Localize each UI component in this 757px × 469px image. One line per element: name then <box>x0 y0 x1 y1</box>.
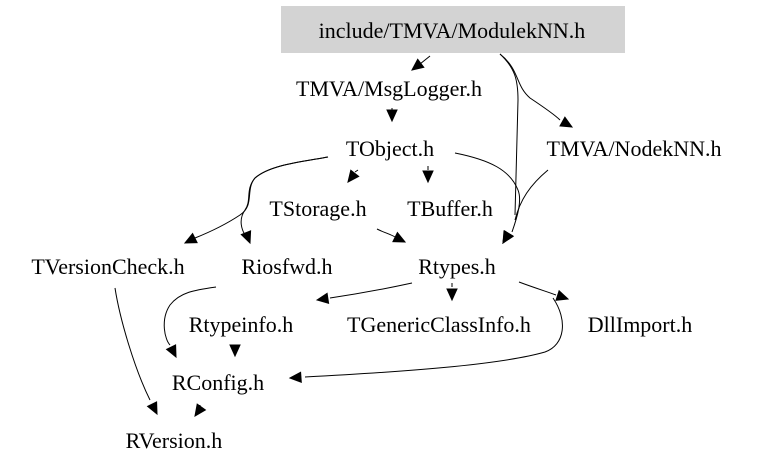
edge-rtypes-to-rtypeinfo <box>315 282 413 304</box>
arrowhead-icon <box>165 344 177 359</box>
edge-tobject-to-rtypes <box>454 152 521 245</box>
node-dllimport[interactable]: DllImport.h <box>588 312 693 337</box>
edge-tobject-to-tbuffer <box>422 166 434 184</box>
edge-line <box>499 53 561 121</box>
node-label[interactable]: Rtypeinfo.h <box>189 312 294 337</box>
node-moduleknn: include/TMVA/ModulekNN.h <box>281 6 625 53</box>
edge-line <box>354 169 359 173</box>
nodes-layer: include/TMVA/ModulekNN.hTMVA/MsgLogger.h… <box>31 6 721 453</box>
edge-line <box>240 156 329 236</box>
edge-line <box>163 286 217 346</box>
node-tbuffer[interactable]: TBuffer.h <box>407 196 493 221</box>
edge-nodeknn-to-rtypes <box>502 169 549 245</box>
edge-tversioncheck-to-rversion <box>114 287 158 416</box>
node-label[interactable]: TStorage.h <box>269 196 366 221</box>
arrowhead-icon <box>194 403 207 417</box>
node-riosfwd[interactable]: Riosfwd.h <box>241 254 332 279</box>
edge-line <box>376 228 396 238</box>
edge-riosfwd-to-rconfig <box>163 286 217 359</box>
node-label: include/TMVA/ModulekNN.h <box>319 18 586 43</box>
node-label[interactable]: RConfig.h <box>172 370 264 395</box>
node-label[interactable]: TBuffer.h <box>407 196 493 221</box>
node-rconfig[interactable]: RConfig.h <box>172 370 264 395</box>
node-rtypeinfo[interactable]: Rtypeinfo.h <box>189 312 294 337</box>
edge-line <box>419 55 431 65</box>
node-label[interactable]: TGenericClassInfo.h <box>347 312 531 337</box>
arrowhead-icon <box>555 289 570 301</box>
edge-line <box>114 287 151 401</box>
node-tversioncheck[interactable]: TVersionCheck.h <box>31 254 184 279</box>
arrowhead-icon <box>446 288 458 302</box>
node-tobject[interactable]: TObject.h <box>346 136 434 161</box>
arrowhead-icon <box>411 58 425 71</box>
edge-line <box>499 53 519 216</box>
edge-line <box>518 281 557 296</box>
node-label[interactable]: TMVA/NodekNN.h <box>547 136 722 161</box>
node-tgenericclassinfo[interactable]: TGenericClassInfo.h <box>347 312 531 337</box>
arrowhead-icon <box>183 232 198 244</box>
edge-rtypes-to-tgenericclassinfo <box>446 283 458 302</box>
arrowhead-icon <box>288 371 302 384</box>
node-nodeknn[interactable]: TMVA/NodekNN.h <box>547 136 722 161</box>
arrowhead-icon <box>229 344 241 358</box>
arrowhead-icon <box>386 109 398 123</box>
node-tstorage[interactable]: TStorage.h <box>269 196 366 221</box>
edge-rconfig-to-rversion <box>194 403 207 417</box>
node-label[interactable]: TVersionCheck.h <box>31 254 184 279</box>
node-label[interactable]: RVersion.h <box>126 428 223 453</box>
node-rversion[interactable]: RVersion.h <box>126 428 223 453</box>
edge-rtypeinfo-to-rconfig <box>229 344 241 358</box>
edge-moduleknn-to-rtypes <box>499 53 519 245</box>
edge-line <box>304 297 563 378</box>
edge-rtypes-to-rconfig <box>288 297 563 384</box>
node-label[interactable]: DllImport.h <box>588 312 693 337</box>
edge-moduleknn-to-nodeknn <box>499 53 574 128</box>
node-label[interactable]: TMVA/MsgLogger.h <box>296 76 482 101</box>
edge-moduleknn-to-msglogger <box>411 55 431 71</box>
edge-tobject-to-riosfwd <box>240 156 329 245</box>
node-rtypes[interactable]: Rtypes.h <box>418 254 496 279</box>
edge-line <box>454 152 521 233</box>
edge-line <box>514 169 549 221</box>
node-label[interactable]: Riosfwd.h <box>241 254 332 279</box>
edges-layer <box>114 53 574 417</box>
edge-msglogger-to-tobject <box>386 108 398 123</box>
node-msglogger[interactable]: TMVA/MsgLogger.h <box>296 76 482 101</box>
arrowhead-icon <box>422 170 434 184</box>
arrowhead-icon <box>559 116 574 128</box>
node-label[interactable]: Rtypes.h <box>418 254 496 279</box>
node-label[interactable]: TObject.h <box>346 136 434 161</box>
root-node-box <box>281 6 625 53</box>
edge-tobject-to-tstorage <box>347 169 360 183</box>
arrowhead-icon <box>240 230 252 245</box>
arrowhead-icon <box>146 401 158 416</box>
arrowhead-icon <box>392 231 407 243</box>
edge-rtypes-to-dllimport <box>518 281 570 301</box>
arrowhead-icon <box>315 292 330 304</box>
arrowhead-icon <box>502 230 515 245</box>
arrowhead-icon <box>347 169 360 183</box>
edge-tstorage-to-rtypes <box>376 228 407 243</box>
edge-line <box>329 282 413 299</box>
